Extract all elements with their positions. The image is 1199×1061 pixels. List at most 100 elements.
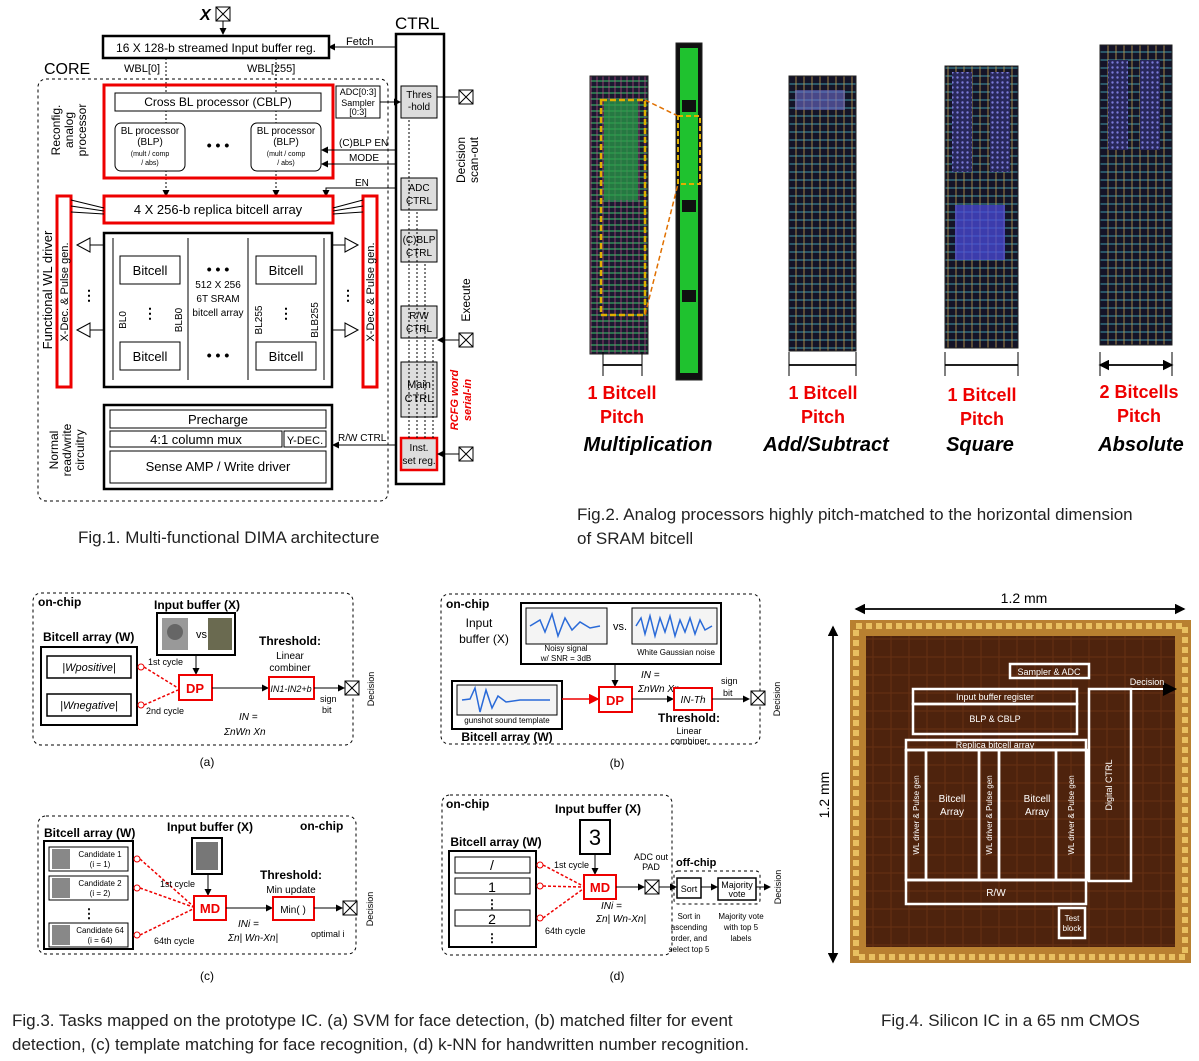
fig3b-noisy-1: Noisy signal <box>544 644 587 653</box>
fig3c-min: Min( ) <box>280 905 306 916</box>
fig1-core-label: CORE <box>44 61 90 78</box>
fig3c-cand64-2: (i = 64) <box>87 936 112 945</box>
fig3b-bitcell-array: Bitcell array (W) <box>461 730 552 744</box>
fig1-blp-left-3: (mult / comp <box>131 151 170 158</box>
fig1-mainctrl-2: CTRL <box>405 393 434 405</box>
fig1-analog-processor-box <box>102 83 335 180</box>
fig1-bl255: BL255 <box>254 305 265 334</box>
fig1-architecture: X 16 X 128-b streamed Input buffer reg. … <box>37 6 481 502</box>
fig1-bl0: BL0 <box>118 311 129 329</box>
fig1-xdec-right-label: X-Dec. & Pulse gen. <box>365 242 377 341</box>
svg-text:⋮: ⋮ <box>486 931 498 945</box>
fig3a-in-eq-2: ΣnWn Xn <box>223 727 266 738</box>
fig3c-cand64-1: Candidate 64 <box>76 926 124 935</box>
fig3c-label: (c) <box>200 969 214 983</box>
fig3d-knn: on-chip Input buffer (X) 3 Bitcell array… <box>441 794 783 983</box>
fig4-die-photo: 1.2 mm 1.2 mm Sampler & ADC Decision Inp… <box>816 590 1191 964</box>
fig3b-thr-2: combiner <box>670 736 707 746</box>
fig3c-cand2-2: (i = 2) <box>90 889 111 898</box>
fig2-caption-1: Fig.2. Analog processors highly pitch-ma… <box>577 505 1133 524</box>
fig1-blp-left-2: (BLP) <box>137 137 163 148</box>
fig3d-d1: / <box>490 857 494 873</box>
fig3c-cycle64: 64th cycle <box>154 936 195 946</box>
fig3d-d3: 2 <box>488 911 496 927</box>
fig3d-d2: 1 <box>488 879 496 895</box>
svg-text:⋮: ⋮ <box>143 305 157 321</box>
fig1-blp-right-3: (mult / comp <box>267 151 306 158</box>
fig1-adc-3: [0:3] <box>349 107 367 117</box>
fig4-wl-3: WL driver & Pulse gen <box>1067 775 1076 854</box>
fig1-core-boundary <box>37 78 389 502</box>
fig1-rwctrl-1: R/W <box>409 311 429 322</box>
fig3d-sortd-4: select top 5 <box>669 945 710 954</box>
fig2-op-square: Square <box>946 434 1014 456</box>
fig3c-md: MD <box>200 901 220 916</box>
fig4-replica: Replica bitcell array <box>956 740 1035 750</box>
fig1-thres-2: -hold <box>408 102 430 113</box>
fig4-test-1: Test <box>1065 914 1080 923</box>
fig1-cblpctrl-1: (C)BLP <box>403 235 436 246</box>
fig3c-decision: Decision <box>365 892 375 927</box>
fig3d-cycle64: 64th cycle <box>545 926 586 936</box>
fig3b-thr-1: Linear <box>676 726 701 736</box>
fig1-ctrl-title: CTRL <box>395 14 439 33</box>
fig1-array-dots-top: • • • <box>207 261 230 277</box>
fig1-normal-2: read/write <box>60 423 74 476</box>
fig3b-noisy-2: w/ SNR = 3dB <box>540 654 591 663</box>
fig1-sense-amp: Sense AMP / Write driver <box>146 459 291 474</box>
fig1-rw-ctrl-label: R/W CTRL <box>338 433 387 444</box>
fig1-sram-3: bitcell array <box>192 308 243 319</box>
fig3b-in-eq-2: ΣnWn Xn <box>637 684 680 695</box>
fig1-bitcell-tl: Bitcell <box>133 263 168 278</box>
fig1-decision-2: scan-out <box>467 136 481 183</box>
fig4-blp: BLP & CBLP <box>969 714 1020 724</box>
fig1-blp-right-1: BL processor <box>257 126 316 137</box>
fig1-blp-left <box>114 122 186 172</box>
fig1-xdec-right <box>361 194 379 389</box>
fig3a-svm: on-chip Input buffer (X) vs. Bitcell arr… <box>32 592 376 769</box>
fig1-precharge: Precharge <box>188 412 248 427</box>
fig1-bitcell-bl: Bitcell <box>133 349 168 364</box>
fig1-bitcell-tr: Bitcell <box>269 263 304 278</box>
fig4-array-1: Array <box>940 807 964 818</box>
fig3a-sign-2: bit <box>322 705 332 715</box>
fig3d-majd-3: labels <box>731 934 752 943</box>
fig1-normal-1: Normal <box>47 431 61 470</box>
fig3b-sign-2: bit <box>723 688 733 698</box>
fig3a-in-eq-1: IN = <box>239 712 258 723</box>
fig3c-cand1-1: Candidate 1 <box>78 850 122 859</box>
fig2-pitch-2b: Pitch <box>801 407 845 427</box>
fig1-caption: Fig.1. Multi-functional DIMA architectur… <box>78 528 380 547</box>
fig3a-thr-2: combiner <box>269 663 311 674</box>
fig1-blp-left-4: / abs) <box>141 160 159 167</box>
fig2-layouts: 1 Bitcell Pitch 1 Bitcell Pitch 1 Bitcel… <box>584 42 1184 456</box>
fig4-test-2: block <box>1063 924 1083 933</box>
fig3d-digit: 3 <box>589 825 601 850</box>
fig3a-threshold: Threshold: <box>259 634 321 648</box>
fig3a-dp: DP <box>186 681 204 696</box>
fig3d-sort: Sort <box>681 884 698 894</box>
fig3c-cand1-2: (i = 1) <box>90 860 111 869</box>
fig3a-thr-1: Linear <box>276 651 304 662</box>
fig1-mux: 4:1 column mux <box>150 432 242 447</box>
fig3b-sign-1: sign <box>721 676 738 686</box>
fig1-sram-1: 512 X 256 <box>195 280 241 291</box>
fig4-wl-2: WL driver & Pulse gen <box>985 775 994 854</box>
fig3d-sortd-3: order, and <box>671 934 707 943</box>
fig3c-cand2-1: Candidate 2 <box>78 879 122 888</box>
fig2-op-abs: Absolute <box>1097 434 1184 456</box>
fig1-replica-array <box>102 194 335 225</box>
fig1-inst-1: Inst. <box>410 443 429 454</box>
fig1-wbl255: WBL[255] <box>247 63 295 75</box>
fig1-execute: Execute <box>459 278 473 322</box>
fig1-adcctrl-2: CTRL <box>406 196 433 207</box>
fig3c-input-buffer: Input buffer (X) <box>167 820 253 834</box>
fig1-mainctrl-1: Main <box>407 379 431 391</box>
fig3d-majd-1: Majority vote <box>718 912 764 921</box>
svg-text:⋮: ⋮ <box>486 897 498 911</box>
fig1-rwctrl-2: CTRL <box>406 324 433 335</box>
fig1-input-buffer-label: 16 X 128-b streamed Input buffer reg. <box>116 41 316 55</box>
fig3a-wneg: |Wnegative| <box>60 700 118 712</box>
fig3a-input-buffer: Input buffer (X) <box>154 598 240 612</box>
fig3b-vs: vs. <box>613 621 627 633</box>
